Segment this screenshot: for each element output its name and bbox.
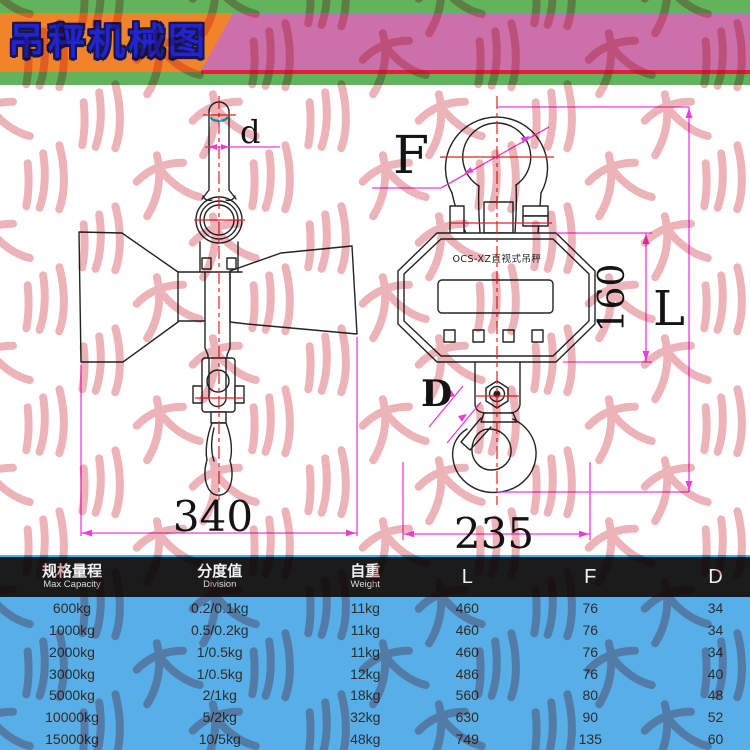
dimension-label-340: 340 (173, 492, 253, 541)
col-header-division: 分度值 Division (197, 562, 243, 591)
header-banner: 吊秤机械图 (0, 0, 750, 85)
title-banner: 吊秤机械图 (0, 13, 233, 72)
mechanical-drawing: d 340 OCS (78, 96, 693, 555)
page-title: 吊秤机械图 (8, 20, 208, 63)
col-header-l: L (461, 566, 473, 588)
front-view-drawing: OCS-XZ直视式吊秤 (372, 96, 693, 555)
dimension-label-d: d (240, 113, 260, 151)
drawing-area: d 340 OCS (0, 85, 750, 555)
spec-table-header: 规格量程 Max Capacity 分度值 Division 自重 Weight… (0, 557, 750, 597)
col-header-capacity: 规格量程 Max Capacity (41, 562, 102, 591)
col-header-d: D (708, 566, 723, 588)
pink-band (200, 13, 750, 70)
side-view-drawing: d 340 (78, 96, 358, 541)
dimension-label-l: L (653, 281, 685, 337)
dimension-label-235: 235 (454, 509, 534, 555)
red-underline (201, 70, 750, 74)
col-header-weight: 自重 Weight (350, 562, 381, 591)
dimension-label-d-hook: D (421, 373, 452, 415)
col-header-f: F (584, 566, 597, 588)
dimension-label-160: 160 (592, 264, 633, 333)
dimension-label-f: F (393, 126, 429, 186)
